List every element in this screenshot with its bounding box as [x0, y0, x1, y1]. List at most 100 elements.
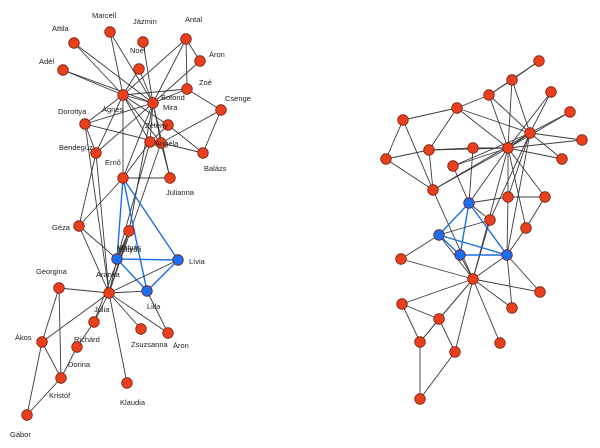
- highlighted-node-r24[interactable]: [501, 249, 513, 261]
- edge-r12-r17: [468, 147, 509, 204]
- node-label-extra-0: Ágnes: [102, 105, 124, 114]
- node-antal[interactable]: [180, 33, 192, 45]
- node-r30[interactable]: [433, 313, 445, 325]
- node-r2[interactable]: [506, 74, 518, 86]
- node-geza[interactable]: [73, 220, 85, 232]
- edge-geza-aranka: [78, 225, 110, 294]
- node-r8[interactable]: [524, 127, 536, 139]
- highlighted-edge-matyas-livia: [116, 258, 179, 261]
- node-aranka[interactable]: [103, 287, 115, 299]
- edge-georgina-aranka: [58, 287, 110, 294]
- edge-r17-r18: [468, 196, 509, 204]
- node-r19[interactable]: [539, 191, 551, 203]
- node-richard[interactable]: [71, 341, 83, 353]
- node-angela[interactable]: [155, 137, 167, 149]
- node-zsuzsanna[interactable]: [135, 323, 147, 335]
- edge-r4-r12: [488, 94, 509, 149]
- node-zeteny[interactable]: [162, 119, 174, 131]
- node-balazs[interactable]: [197, 147, 209, 159]
- node-r26[interactable]: [467, 273, 479, 285]
- node-label-georgina: Georgina: [36, 267, 68, 276]
- node-r4[interactable]: [483, 89, 495, 101]
- node-r18[interactable]: [502, 191, 514, 203]
- node-n150[interactable]: [144, 136, 156, 148]
- edge-r11-r17: [468, 147, 474, 204]
- node-r21[interactable]: [520, 222, 532, 234]
- node-julianna[interactable]: [164, 172, 176, 184]
- node-aron2[interactable]: [162, 327, 174, 339]
- node-bendeguz[interactable]: [90, 147, 102, 159]
- node-label-klaudia: Klaudia: [120, 398, 146, 407]
- highlighted-node-r17[interactable]: [463, 197, 475, 209]
- node-dorina[interactable]: [55, 372, 67, 384]
- edge-r6-r12: [456, 107, 509, 149]
- node-klaudia[interactable]: [121, 377, 133, 389]
- node-r31[interactable]: [414, 336, 426, 348]
- node-r25[interactable]: [395, 253, 407, 265]
- edge-aron1-botond: [152, 60, 201, 104]
- edge-erno-geza: [78, 177, 124, 227]
- node-r5[interactable]: [564, 106, 576, 118]
- node-r28[interactable]: [396, 298, 408, 310]
- node-label-dorina: Dorina: [68, 360, 91, 369]
- edge-r12-r13: [507, 147, 563, 160]
- node-georgina[interactable]: [53, 282, 65, 294]
- node-botond[interactable]: [147, 97, 159, 109]
- node-noel[interactable]: [133, 63, 145, 75]
- node-r32[interactable]: [494, 337, 506, 349]
- edge-kristof-gabor: [26, 377, 62, 416]
- edge-bendeguz-geza: [78, 152, 97, 227]
- node-n129[interactable]: [123, 225, 135, 237]
- node-zoe[interactable]: [181, 83, 193, 95]
- node-label-kristof: Kristóf: [49, 391, 71, 400]
- node-r12[interactable]: [502, 142, 514, 154]
- node-marcell[interactable]: [104, 26, 116, 38]
- edge-layer: [26, 31, 583, 416]
- node-r29[interactable]: [506, 302, 518, 314]
- node-r10[interactable]: [423, 144, 435, 156]
- node-r20[interactable]: [484, 214, 496, 226]
- edge-zoe-agnes: [122, 88, 188, 96]
- highlighted-node-r23[interactable]: [454, 249, 466, 261]
- edge-adel-agnes: [62, 69, 124, 96]
- node-erno[interactable]: [117, 172, 129, 184]
- node-label-marcell: Marcell: [92, 11, 117, 20]
- node-r34[interactable]: [414, 393, 426, 405]
- node-r6[interactable]: [451, 102, 463, 114]
- highlighted-edge-r17-r23: [459, 202, 470, 256]
- node-dorottya[interactable]: [79, 118, 91, 130]
- node-r7[interactable]: [397, 114, 409, 126]
- node-jazmin[interactable]: [137, 36, 149, 48]
- node-r1[interactable]: [533, 55, 545, 67]
- node-r15[interactable]: [447, 160, 459, 172]
- node-attila[interactable]: [68, 37, 80, 49]
- node-r3[interactable]: [545, 86, 557, 98]
- edge-r24-r26: [472, 254, 508, 280]
- edge-botond-n150: [149, 102, 154, 143]
- node-r11[interactable]: [467, 142, 479, 154]
- node-gabor[interactable]: [21, 409, 33, 421]
- node-r13[interactable]: [556, 153, 568, 165]
- node-r27[interactable]: [534, 286, 546, 298]
- edge-r18-r24: [506, 196, 509, 256]
- node-label-extra-2: Zétény: [145, 121, 168, 130]
- node-akos[interactable]: [36, 336, 48, 348]
- node-csenge[interactable]: [215, 104, 227, 116]
- edge-angela-balazs: [160, 142, 204, 154]
- highlighted-node-lilla[interactable]: [141, 285, 153, 297]
- highlighted-node-livia[interactable]: [172, 254, 184, 266]
- node-r33[interactable]: [449, 346, 461, 358]
- edge-r14-r16: [385, 158, 434, 191]
- node-label-extra-3: Mátyás: [117, 245, 141, 254]
- node-agnes[interactable]: [117, 89, 129, 101]
- edge-georgina-akos: [41, 287, 60, 343]
- node-r9[interactable]: [576, 134, 588, 146]
- node-aron1[interactable]: [194, 55, 206, 67]
- node-r16[interactable]: [427, 184, 439, 196]
- node-r14[interactable]: [380, 153, 392, 165]
- node-julia[interactable]: [88, 316, 100, 328]
- highlighted-node-r22[interactable]: [433, 229, 445, 241]
- highlighted-node-matyas[interactable]: [111, 253, 123, 265]
- node-adel[interactable]: [57, 64, 69, 76]
- edge-agnes-dorottya: [84, 94, 124, 125]
